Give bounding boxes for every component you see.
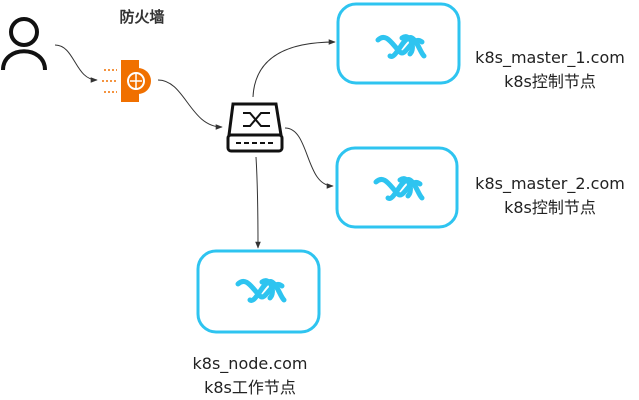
node-role: k8s控制节点: [504, 198, 596, 217]
firewall-icon: [102, 60, 151, 102]
node-master2-label: k8s_master_2.com k8s控制节点: [460, 172, 639, 220]
node-worker-icon: [196, 249, 321, 334]
user-icon: [1, 17, 47, 71]
node-hostname: k8s_master_2.com: [475, 174, 625, 193]
edge-switch-master1: [252, 39, 336, 98]
edge-firewall-switch: [157, 79, 223, 130]
node-hostname: k8s_master_1.com: [475, 48, 625, 67]
node-role: k8s控制节点: [504, 72, 596, 91]
firewall-label: 防火墙: [119, 8, 165, 26]
edge-switch-master2: [284, 127, 334, 189]
node-worker-label: k8s_node.com k8s工作节点: [160, 352, 340, 400]
edge-switch-node: [255, 156, 261, 249]
network-switch-icon: [226, 102, 284, 153]
node-hostname: k8s_node.com: [192, 354, 308, 373]
node-master1-label: k8s_master_1.com k8s控制节点: [460, 46, 639, 94]
edge-user-firewall: [54, 44, 98, 83]
node-role: k8s工作节点: [204, 378, 296, 397]
node-master1-icon: [336, 2, 461, 85]
node-master2-icon: [335, 146, 459, 229]
